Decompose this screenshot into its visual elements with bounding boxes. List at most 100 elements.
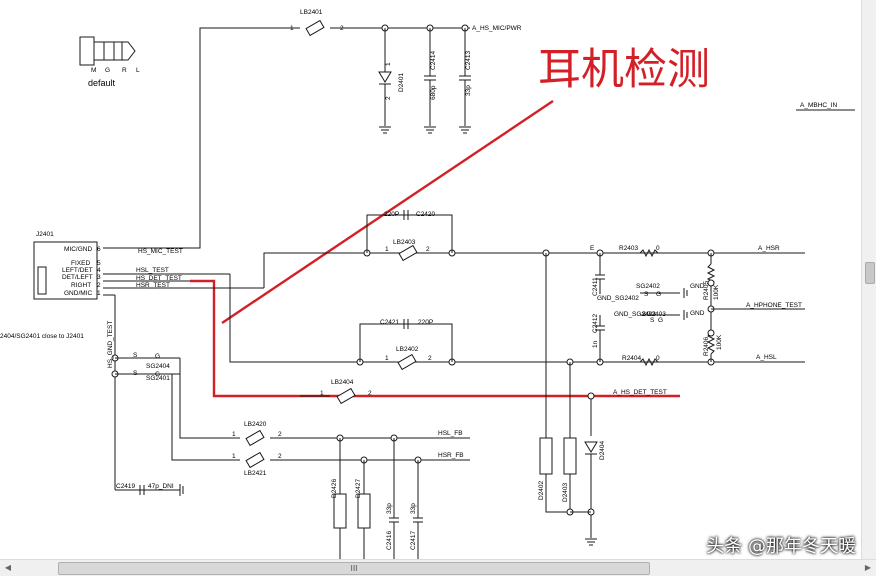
svg-text:G: G [155,353,160,360]
svg-text:680p: 680p [430,85,437,100]
net-a-hsr: A_HSR [758,245,780,252]
audio-jack-symbol: M G R L default [79,36,140,88]
vertical-scrollbar[interactable] [861,0,876,560]
svg-text:3: 3 [97,274,101,281]
svg-text:1: 1 [232,453,236,460]
svg-text:D2401: D2401 [398,72,405,92]
svg-text:2: 2 [428,355,432,362]
ferrite-bead-lb2401 [305,19,325,37]
svg-text:C2416: C2416 [386,530,393,550]
horizontal-scrollbar[interactable]: ◀ III ▶ [0,559,876,576]
svg-text:C2414: C2414 [430,50,437,70]
svg-text:S: S [133,370,138,377]
scroll-right-arrow-icon[interactable]: ▶ [864,563,872,572]
svg-text:J2401: J2401 [36,231,54,238]
svg-text:LB2404: LB2404 [331,379,354,386]
svg-text:FIXED: FIXED [71,260,90,267]
diode-d2403 [563,437,577,475]
svg-text:C2413: C2413 [465,50,472,70]
net-a-hsl: A_HSL [756,354,777,361]
svg-text:GND: GND [690,310,705,317]
svg-text:C2411: C2411 [592,277,599,296]
connector-j2401: J2401 MIC/GND FIXED LEFT/DET DET/LEFT RI… [33,231,101,300]
svg-text:GND: GND [690,283,705,290]
ferrite-bead-lb2421 [245,451,265,469]
svg-text:LB2402: LB2402 [396,346,419,353]
ground-symbols-top [379,126,471,134]
net-hsr-fb: HSR_FB [438,452,464,459]
svg-text:1: 1 [232,431,236,438]
net-hsl-test: HSL_TEST [136,267,169,274]
svg-text:1: 1 [385,246,389,253]
connector-note: 2404/SG2401 close to J2401 [0,333,84,340]
svg-text:RIGHT: RIGHT [71,282,91,289]
jack-letter-g: G [105,67,110,74]
svg-text:LB2403: LB2403 [393,239,416,246]
net-gnd-sg2403: GND_SG2403 [614,311,656,318]
net-hsl-fb: HSL_FB [438,430,463,437]
svg-text:SG2404: SG2404 [146,363,170,370]
annotation-arrow-line [221,100,554,324]
svg-text:33p: 33p [386,503,393,514]
svg-text:LB2421: LB2421 [244,470,267,477]
svg-text:G: G [155,371,160,378]
annotation-det-path [190,279,680,398]
scroll-left-arrow-icon[interactable]: ◀ [4,563,12,572]
net-a-hs-mic-pwr: A_HS_MIC/PWR [472,25,522,32]
watermark-text: 头条 @那年冬天暖 [706,536,856,557]
annotation-title: 耳机检测 [538,46,710,94]
net-hs-mic-test: HS_MIC_TEST [138,248,183,255]
net-hs-gnd-test: HS_GND_TEST [107,321,114,368]
svg-text:R2404: R2404 [622,355,642,362]
svg-text:1: 1 [97,290,101,297]
svg-text:220P: 220P [384,211,399,218]
svg-text:G: G [658,317,663,324]
svg-text:2: 2 [426,246,430,253]
svg-text:SG2401: SG2401 [146,375,170,382]
diode-d2401 [378,71,392,83]
net-hs-det-test: HS_DET_TEST [136,275,182,282]
svg-text:2: 2 [278,453,282,460]
ferrite-bead-lb2404 [336,387,356,405]
svg-text:100K: 100K [716,334,723,350]
svg-text:1: 1 [385,62,392,66]
svg-text:R2405: R2405 [703,280,710,300]
svg-text:1n: 1n [592,340,599,348]
svg-text:C2421: C2421 [380,319,400,326]
svg-text:D2426: D2426 [331,478,338,498]
svg-text:100K: 100K [713,284,720,300]
svg-text:D2403: D2403 [562,482,569,502]
jack-label: default [88,78,116,88]
resistor-r2403 [639,248,659,258]
svg-text:4: 4 [97,267,101,274]
svg-text:1: 1 [320,390,324,397]
svg-text:D2427: D2427 [355,478,362,498]
svg-text:6: 6 [97,246,101,253]
svg-text:33p: 33p [410,503,417,514]
svg-text:1: 1 [290,25,294,32]
svg-text:DET/LEFT: DET/LEFT [62,274,93,281]
svg-text:S: S [644,291,649,298]
jack-letter-l: L [136,67,140,74]
svg-text:C2420: C2420 [416,211,436,218]
svg-text:5: 5 [97,260,101,267]
svg-text:C2412: C2412 [592,313,599,333]
svg-text:220P: 220P [418,319,433,326]
svg-text:SG2402: SG2402 [636,283,660,290]
svg-text:2: 2 [278,431,282,438]
net-a-hs-det-test: A_HS_DET_TEST [613,389,667,396]
diode-d2427 [357,493,371,529]
svg-text:S: S [133,352,138,359]
svg-text:E: E [590,245,595,252]
jack-letter-m: M [91,67,96,74]
svg-text:GND/MIC: GND/MIC [64,290,92,297]
svg-text:1: 1 [385,355,389,362]
svg-text:G: G [656,291,661,298]
svg-text:C2419: C2419 [116,483,136,490]
jack-letter-r: R [122,67,127,74]
svg-text:0: 0 [656,245,660,252]
horizontal-scroll-thumb[interactable]: III [58,562,650,575]
vertical-scroll-thumb[interactable] [865,262,875,284]
svg-text:D2402: D2402 [538,480,545,500]
